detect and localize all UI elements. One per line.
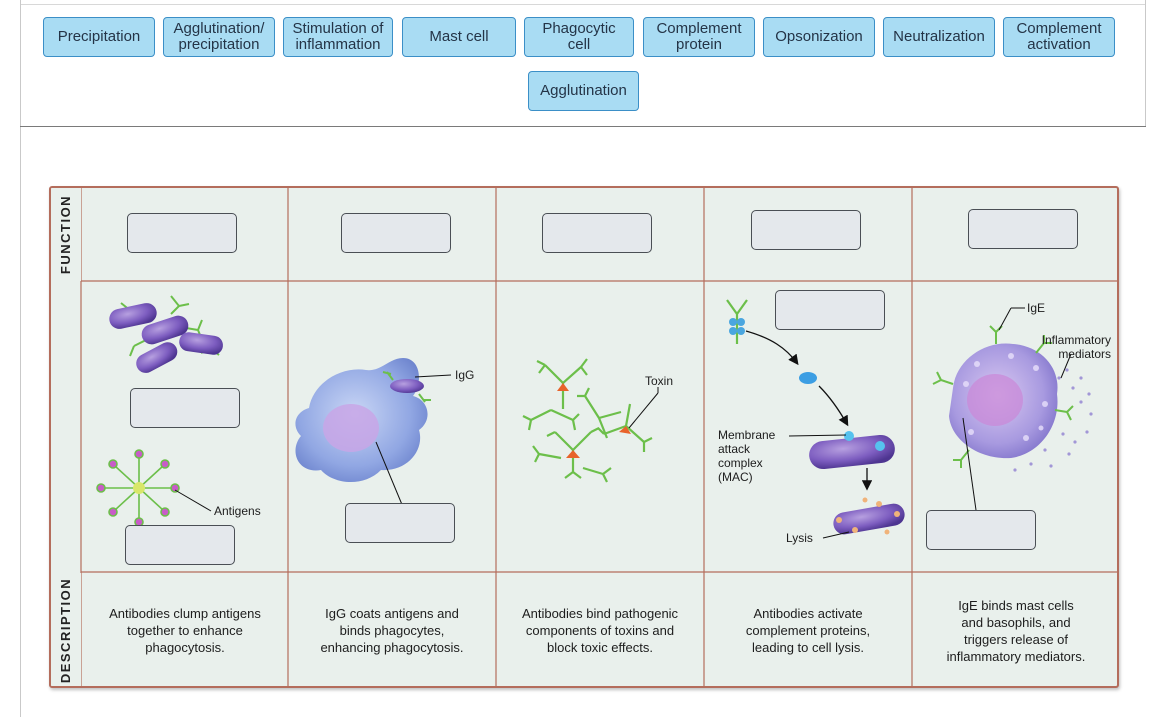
drop-zone-function-4[interactable] — [751, 210, 861, 250]
complement-activation-art — [726, 299, 905, 535]
drop-zone-complement-image[interactable] — [775, 290, 885, 330]
chip-agglutination[interactable]: Agglutination — [528, 71, 639, 111]
chip-neutralization[interactable]: Neutralization — [883, 17, 995, 57]
description-agglutination: Antibodies clump antigens together to en… — [109, 606, 261, 655]
description-row-label: DESCRIPTION — [51, 573, 81, 686]
diagram-grid-and-art — [80, 188, 1117, 686]
frame-left-edge — [20, 0, 21, 717]
drop-zone-mast-image[interactable] — [926, 510, 1036, 550]
description-opsonization: IgG coats antigens and binds phagocytes,… — [320, 606, 464, 655]
chip-phagocytic-cell[interactable]: Phagocytic cell — [524, 17, 634, 57]
drop-zone-agglutination-image[interactable] — [130, 388, 240, 428]
label-inflammatory-mediators: Inflammatory mediators — [1041, 333, 1111, 361]
phagocyte-art — [295, 358, 431, 483]
mast-cell-art — [932, 325, 1093, 472]
agglutinated-bacteria-art — [109, 295, 223, 373]
antigen-lattice-art — [96, 449, 180, 527]
drop-zone-function-5[interactable] — [968, 209, 1078, 249]
antibody-function-diagram: FUNCTION DESCRIPTION Antigens IgG Toxin … — [49, 186, 1119, 688]
description-complement-activation: Antibodies activate complement proteins,… — [745, 606, 871, 655]
drop-zone-function-3[interactable] — [542, 213, 652, 253]
label-igg: IgG — [455, 368, 475, 382]
drop-zone-function-2[interactable] — [341, 213, 451, 253]
description-neutralization: Antibodies bind pathogenic components of… — [521, 606, 679, 655]
chip-complement-activation[interactable]: Complement activation — [1003, 17, 1115, 57]
drop-zone-function-1[interactable] — [127, 213, 237, 253]
description-inflammation: IgE binds mast cells and basophils, and … — [946, 598, 1086, 664]
chip-agglutination-precipitation[interactable]: Agglutination/ precipitation — [163, 17, 275, 57]
frame-right-edge — [1145, 0, 1146, 127]
mediator-dots — [1013, 368, 1093, 472]
label-toxin: Toxin — [645, 374, 674, 388]
grid-lines — [80, 188, 1117, 686]
frame-top-edge — [20, 4, 1146, 5]
toxin-neutralization-art — [522, 358, 653, 483]
label-mac: Membrane attack complex (MAC) — [718, 428, 776, 484]
drop-zone-phagocyte-image[interactable] — [345, 503, 455, 543]
label-antigens: Antigens — [214, 504, 261, 518]
drop-zone-precipitation-image[interactable] — [125, 525, 235, 565]
chip-precipitation[interactable]: Precipitation — [43, 17, 155, 57]
label-lysis: Lysis — [786, 531, 813, 545]
chip-stimulation-of-inflammation[interactable]: Stimulation of inflammation — [283, 17, 393, 57]
chip-opsonization[interactable]: Opsonization — [763, 17, 875, 57]
chip-mast-cell[interactable]: Mast cell — [402, 17, 516, 57]
label-ige: IgE — [1027, 301, 1046, 315]
section-divider — [20, 126, 1146, 127]
function-row-label: FUNCTION — [51, 188, 81, 281]
chip-complement-protein[interactable]: Complement protein — [643, 17, 755, 57]
